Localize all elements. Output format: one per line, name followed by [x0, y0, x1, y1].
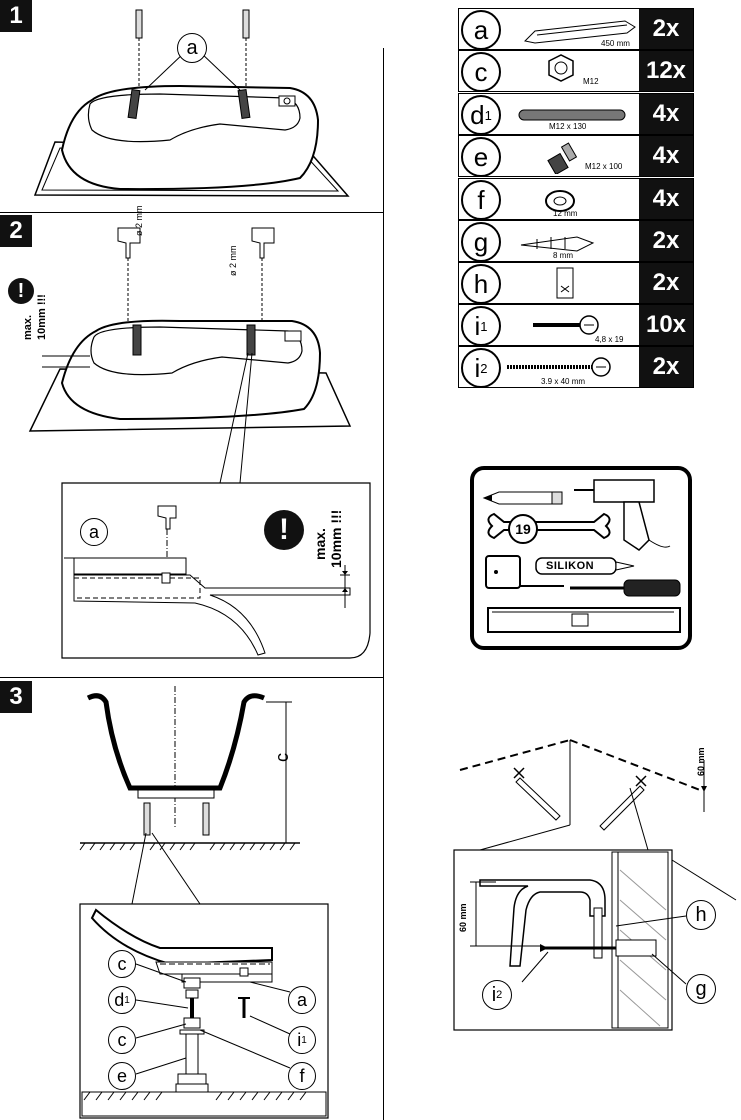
- part-letter: f: [461, 180, 501, 220]
- part-letter-main: e: [473, 141, 489, 172]
- part-quantity: 4x: [639, 179, 693, 219]
- parts-row-f: f 12 mm 4x: [458, 178, 694, 220]
- part-quantity: 2x: [639, 347, 693, 387]
- tools-box: 19 SILIKON: [470, 466, 692, 650]
- part-h-icon: [553, 266, 577, 300]
- part-letter-main: a: [473, 14, 489, 45]
- callout-i1-sub: 1: [301, 1034, 307, 1046]
- part-letter-main: f: [477, 184, 485, 215]
- callout-d-sub: 1: [124, 994, 130, 1006]
- warning-icon: !: [8, 278, 34, 304]
- step3-callout-f: f: [288, 1062, 316, 1090]
- part-quantity: 2x: [639, 263, 693, 303]
- warning-detail-text-max: max.: [312, 528, 328, 560]
- wall-callout-i-letter: i: [491, 983, 497, 1006]
- part-size: 12 mm: [553, 209, 578, 218]
- callout-d-letter: d: [114, 989, 125, 1010]
- part-size: 450 mm: [601, 39, 630, 48]
- tools-illustration: [482, 479, 681, 633]
- drill-diameter-left: ø 2 mm: [134, 205, 144, 237]
- part-size: M12 x 130: [549, 122, 587, 131]
- warning-text-10mm: 10mm !!!: [36, 294, 48, 340]
- part-quantity: 2x: [639, 9, 693, 49]
- part-size: 3.9 x 40 mm: [541, 377, 586, 386]
- wrench-size-badge: 19: [508, 514, 538, 544]
- step3-bathtub-cross-section: [79, 686, 329, 1119]
- part-letter-sub: 1: [484, 107, 492, 123]
- section-divider-2: [0, 677, 383, 678]
- step2-bathtub-illustration: [28, 227, 371, 659]
- section-divider-1: [0, 212, 383, 213]
- part-quantity: 2x: [639, 221, 693, 261]
- wall-callout-h: h: [686, 900, 716, 930]
- part-quantity: 10x: [639, 305, 693, 345]
- part-letter: h: [461, 264, 501, 304]
- step-number-1: 1: [0, 0, 32, 32]
- part-g-icon: [517, 227, 597, 257]
- dimension-c: c: [272, 753, 292, 762]
- column-divider: [383, 48, 384, 1120]
- parts-row-a: a 450 mm 2x: [458, 8, 694, 50]
- part-letter-sub: 1: [480, 318, 488, 334]
- part-letter-main: g: [473, 226, 489, 257]
- part-quantity: 4x: [639, 94, 693, 134]
- part-d1-icon: [517, 108, 627, 122]
- warning-text-max: max.: [22, 314, 34, 340]
- dim-60mm-detail: 60 mm: [458, 903, 468, 932]
- wall-callout-i2-sub: 2: [496, 989, 503, 1001]
- step1-callout-a: a: [177, 33, 207, 63]
- part-i2-icon: [503, 355, 613, 379]
- step-number-3: 3: [0, 681, 32, 713]
- step3-callout-a: a: [288, 986, 316, 1014]
- part-size: M12 x 100: [585, 162, 623, 171]
- part-letter-sub: 2: [480, 360, 488, 376]
- parts-row-h: h 2x: [458, 262, 694, 304]
- step1-bathtub-illustration: [33, 9, 350, 197]
- callout-i-letter: i: [297, 1029, 302, 1050]
- step-number-2: 2: [0, 215, 32, 247]
- part-size: 4,8 x 19: [595, 335, 624, 344]
- part-letter: g: [461, 222, 501, 262]
- part-c-icon: [541, 53, 581, 87]
- part-letter-main: i: [474, 310, 481, 341]
- part-letter-main: h: [473, 268, 489, 299]
- part-letter-main: i: [474, 352, 481, 383]
- part-size: 8 mm: [553, 251, 573, 260]
- drill-diameter-right: ø 2 mm: [228, 245, 238, 277]
- part-letter: a: [461, 10, 501, 50]
- warning-detail-text-10mm: 10mm !!!: [328, 509, 344, 568]
- part-quantity: 4x: [639, 136, 693, 176]
- part-size: M12: [583, 77, 599, 86]
- part-i1-icon: [529, 313, 599, 337]
- step3-callout-e: e: [108, 1062, 136, 1090]
- wall-callout-g: g: [686, 974, 716, 1004]
- parts-row-g: g 8 mm 2x: [458, 220, 694, 262]
- dim-60mm-top: 60 mm: [696, 747, 706, 776]
- part-letter-main: c: [474, 56, 488, 87]
- silicone-label: SILIKON: [546, 560, 595, 572]
- step2-detail-callout-a: a: [80, 518, 108, 546]
- step3-callout-c-bottom: c: [108, 1026, 136, 1054]
- part-f-icon: [543, 187, 577, 215]
- part-e-icon: [543, 140, 593, 174]
- part-letter-main: d: [470, 99, 485, 130]
- part-letter: c: [461, 52, 501, 92]
- step3-callout-c-top: c: [108, 950, 136, 978]
- part-quantity: 12x: [639, 51, 693, 91]
- part-a-icon: [515, 15, 645, 45]
- part-letter: e: [461, 137, 501, 177]
- warning-icon-large: !: [264, 510, 304, 550]
